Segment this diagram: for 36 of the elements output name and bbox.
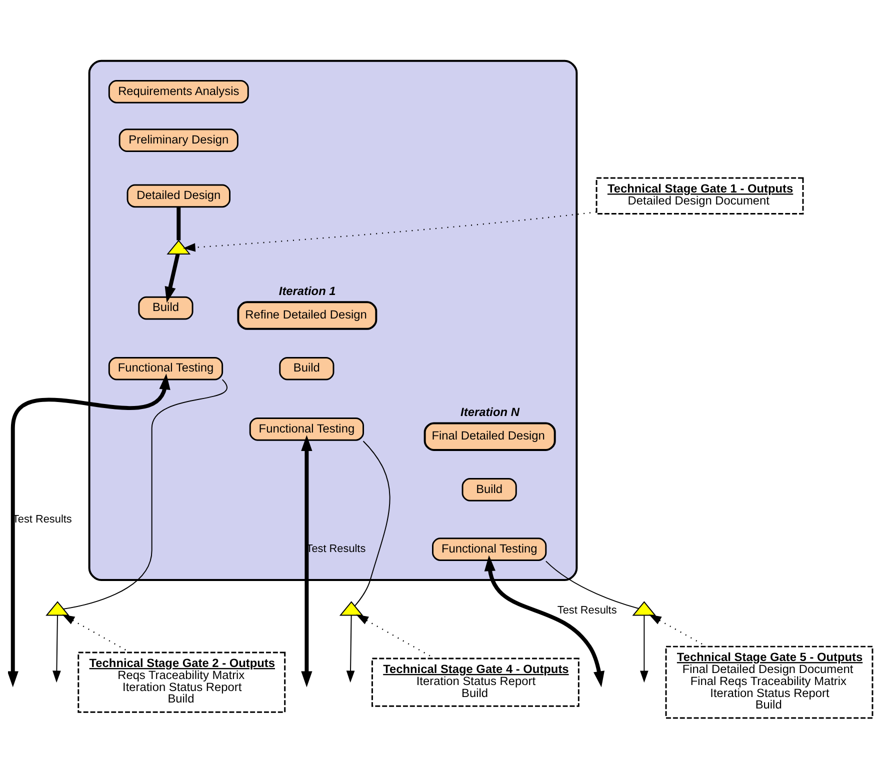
arrow bbox=[346, 615, 355, 683]
arrow bbox=[640, 615, 648, 683]
connector bbox=[545, 560, 640, 609]
connector bbox=[354, 440, 390, 606]
node-box: Build bbox=[138, 296, 194, 320]
arrow bbox=[484, 555, 605, 688]
node-triangle bbox=[46, 601, 70, 616]
node-box: Build bbox=[462, 478, 517, 502]
connector bbox=[62, 379, 228, 610]
arrow bbox=[648, 614, 707, 647]
arrow bbox=[301, 435, 312, 688]
node-box: Requirements Analysis bbox=[108, 80, 249, 104]
node-box: Technical Stage Gate 4 - Outputs Iteration Status Report Build bbox=[371, 658, 580, 707]
node-triangle bbox=[166, 240, 191, 254]
node-box: Build bbox=[279, 356, 334, 380]
cluster bbox=[88, 60, 578, 582]
node-box: Functional Testing bbox=[432, 538, 547, 561]
node-box: Technical Stage Gate 2 - Outputs Reqs Traceability Matrix Iteration Status Report Build bbox=[78, 652, 286, 713]
node-box: Technical Stage Gate 1 - Outputs Detailed Design Document bbox=[596, 177, 804, 215]
arrow bbox=[8, 374, 170, 688]
arrow bbox=[52, 615, 61, 683]
arrow bbox=[183, 211, 596, 252]
node-box: Functional Testing bbox=[108, 356, 224, 380]
node-triangle bbox=[339, 601, 364, 616]
connector bbox=[176, 206, 181, 240]
node-triangle bbox=[632, 601, 656, 616]
node-box: Preliminary Design bbox=[118, 128, 238, 152]
node-box: Functional Testing bbox=[249, 418, 364, 441]
arrow bbox=[62, 614, 130, 653]
arrow bbox=[164, 254, 180, 303]
edge-label: Test Results bbox=[557, 604, 617, 617]
node-box: Detailed Design bbox=[126, 184, 230, 208]
arrow bbox=[356, 614, 435, 659]
node-box: Technical Stage Gate 5 - Outputs Final Detailed Design Document Final Reqs Traceability Matrix Iteration Status Report Build bbox=[665, 646, 874, 719]
node-label: Iteration 1 bbox=[278, 284, 336, 298]
node-label: Iteration N bbox=[460, 404, 520, 419]
